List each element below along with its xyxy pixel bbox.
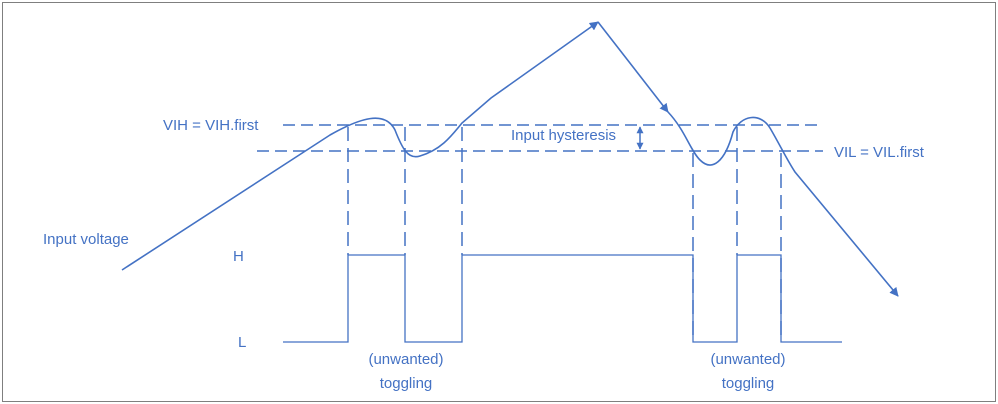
low-level-label: L <box>238 334 246 351</box>
toggle-left-line2: toggling <box>380 375 433 392</box>
input-voltage-falling-wave <box>667 111 899 297</box>
toggle-right-line1: (unwanted) <box>710 351 785 368</box>
vih-label: VIH = VIH.first <box>163 117 259 134</box>
high-level-label: H <box>233 248 244 265</box>
hysteresis-label: Input hysteresis <box>511 127 616 144</box>
vil-label: VIL = VIL.first <box>834 144 925 161</box>
toggle-right-line2: toggling <box>722 375 775 392</box>
input-voltage-label: Input voltage <box>43 231 129 248</box>
output-signal-trace <box>283 254 842 343</box>
input-voltage-rising-wave <box>121 21 599 271</box>
input-voltage-falling-arrow <box>597 21 669 113</box>
toggle-left-line1: (unwanted) <box>368 351 443 368</box>
